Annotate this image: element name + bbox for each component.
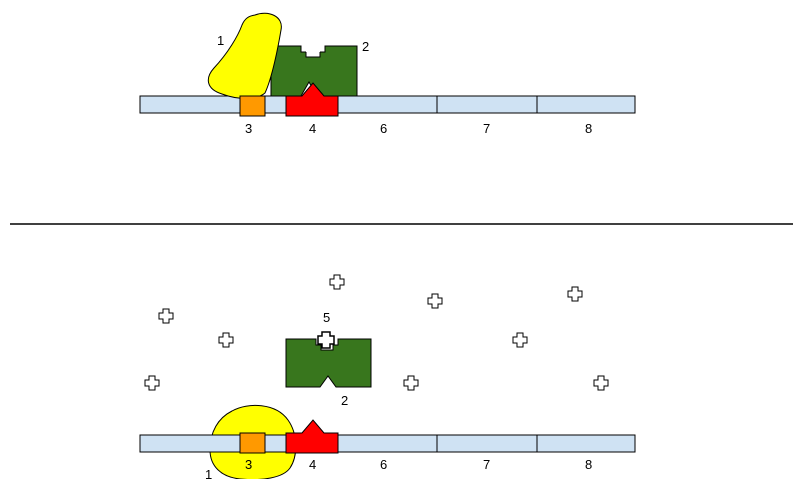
label-segment-7-bottom: 7 [483, 457, 490, 472]
cross-shape-icon [218, 332, 234, 348]
label-segment-8-bottom: 8 [585, 457, 592, 472]
top-panel: 1 2 3 4 6 7 8 [139, 12, 636, 136]
cross-shape-icon [427, 293, 443, 309]
label-box-3: 3 [245, 121, 252, 136]
label-blob-bottom: 1 [205, 467, 212, 479]
polymerase-blob [207, 12, 282, 99]
label-box-3-bottom: 3 [245, 457, 252, 472]
label-segment-8: 8 [585, 121, 592, 136]
cross-shape-icon [593, 375, 609, 391]
cross-shape-icon [567, 286, 583, 302]
label-segment-6: 6 [380, 121, 387, 136]
repressor-shape-bound [285, 338, 372, 388]
label-segment-7: 7 [483, 121, 490, 136]
box-3-bottom [239, 432, 266, 454]
cross-shape-icon [144, 375, 160, 391]
cross-shape-icon [512, 332, 528, 348]
cross-shape-icon [329, 274, 345, 290]
label-repressor-bottom: 2 [341, 393, 348, 408]
box-4 [285, 82, 339, 117]
free-molecules [144, 274, 609, 391]
molecule-in-notch [306, 44, 320, 52]
strand-segment-8-bottom [536, 434, 636, 453]
label-segment-6-bottom: 6 [380, 457, 387, 472]
box-3 [239, 95, 266, 117]
label-blob: 1 [217, 33, 224, 48]
bottom-panel: 5 2 1 3 4 6 7 8 [139, 274, 636, 479]
label-box-4-bottom: 4 [309, 457, 316, 472]
strand-segment-7 [436, 95, 538, 114]
strand-segment-7-bottom [436, 434, 538, 453]
box-4-bottom [285, 419, 339, 454]
strand-segment-8 [536, 95, 636, 114]
cross-shape-icon [403, 375, 419, 391]
repressor-shape [270, 45, 358, 97]
cross-shape-icon [158, 308, 174, 324]
bound-molecule [317, 331, 335, 349]
label-molecule: 5 [323, 310, 330, 325]
label-box-4: 4 [309, 121, 316, 136]
label-repressor: 2 [362, 39, 369, 54]
